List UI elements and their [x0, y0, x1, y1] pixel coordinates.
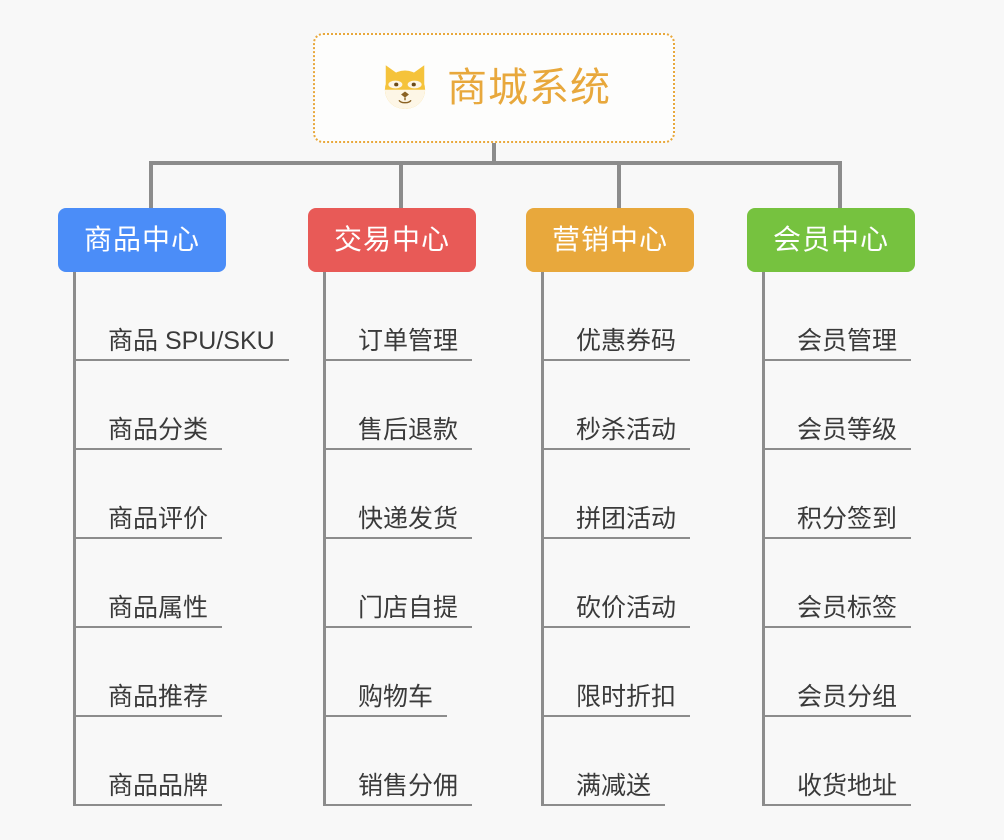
leaf-label: 秒杀活动 [576, 415, 677, 444]
leaf-label: 商品评价 [108, 504, 209, 533]
list-item[interactable]: 收货地址 [765, 717, 915, 806]
list-item[interactable]: 会员标签 [765, 539, 915, 628]
leaf-label: 满减送 [576, 771, 652, 800]
leaf-underline [544, 537, 690, 539]
leaf-list-marketing: 优惠券码 秒杀活动 拼团活动 砍价活动 限时折扣 满减送 [541, 272, 694, 806]
category-column-product: 商品中心 商品 SPU/SKU 商品分类 商品评价 商品属性 商品推荐 [58, 208, 289, 806]
list-item[interactable]: 快递发货 [326, 450, 476, 539]
leaf-label: 砍价活动 [576, 593, 677, 622]
category-header-trade[interactable]: 交易中心 [308, 208, 477, 272]
list-item[interactable]: 优惠券码 [544, 272, 694, 361]
leaf-underline [76, 359, 289, 361]
list-item[interactable]: 售后退款 [326, 361, 476, 450]
connector-drop-3 [617, 161, 621, 208]
leaf-underline [76, 804, 222, 806]
leaf-underline [326, 448, 472, 450]
leaf-label: 售后退款 [358, 415, 459, 444]
leaf-underline [326, 804, 472, 806]
category-header-marketing[interactable]: 营销中心 [526, 208, 695, 272]
list-item[interactable]: 满减送 [544, 717, 694, 806]
leaf-label: 商品 SPU/SKU [108, 326, 275, 355]
list-item[interactable]: 会员分组 [765, 628, 915, 717]
list-item[interactable]: 秒杀活动 [544, 361, 694, 450]
category-header-product[interactable]: 商品中心 [58, 208, 227, 272]
leaf-underline [765, 626, 911, 628]
leaf-underline [765, 448, 911, 450]
leaf-label: 会员标签 [797, 593, 898, 622]
leaf-underline [765, 804, 911, 806]
leaf-underline [765, 359, 911, 361]
leaf-underline [76, 715, 222, 717]
root-title: 商城系统 [447, 66, 611, 110]
list-item[interactable]: 会员管理 [765, 272, 915, 361]
category-column-trade: 交易中心 订单管理 售后退款 快递发货 门店自提 购物车 [308, 208, 477, 806]
list-item[interactable]: 商品推荐 [76, 628, 275, 717]
category-header-member[interactable]: 会员中心 [747, 208, 916, 272]
leaf-label: 商品分类 [108, 415, 209, 444]
leaf-underline [76, 448, 222, 450]
leaf-underline [765, 715, 911, 717]
leaf-label: 购物车 [358, 682, 434, 711]
leaf-list-member: 会员管理 会员等级 积分签到 会员标签 会员分组 收货地址 [762, 272, 915, 806]
list-item[interactable]: 限时折扣 [544, 628, 694, 717]
connector-drop-1 [149, 161, 153, 208]
leaf-label: 会员管理 [797, 326, 898, 355]
category-column-marketing: 营销中心 优惠券码 秒杀活动 拼团活动 砍价活动 限时折扣 [526, 208, 695, 806]
list-item[interactable]: 会员等级 [765, 361, 915, 450]
connector-drop-4 [838, 161, 842, 208]
leaf-underline [76, 537, 222, 539]
leaf-underline [76, 626, 222, 628]
list-item[interactable]: 商品品牌 [76, 717, 275, 806]
list-item[interactable]: 销售分佣 [326, 717, 476, 806]
shiba-dog-face-icon [384, 65, 426, 109]
leaf-label: 订单管理 [358, 326, 459, 355]
list-item[interactable]: 购物车 [326, 628, 476, 717]
leaf-label: 商品属性 [108, 593, 209, 622]
list-item[interactable]: 订单管理 [326, 272, 476, 361]
leaf-label: 销售分佣 [358, 771, 459, 800]
leaf-underline [544, 448, 690, 450]
leaf-underline [765, 537, 911, 539]
list-item[interactable]: 门店自提 [326, 539, 476, 628]
leaf-label: 快递发货 [358, 504, 459, 533]
leaf-underline [544, 715, 690, 717]
leaf-underline [544, 359, 690, 361]
leaf-underline [326, 626, 472, 628]
leaf-label: 收货地址 [797, 771, 898, 800]
leaf-label: 限时折扣 [576, 682, 677, 711]
list-item[interactable]: 砍价活动 [544, 539, 694, 628]
leaf-label: 会员等级 [797, 415, 898, 444]
leaf-label: 优惠券码 [576, 326, 677, 355]
leaf-label: 门店自提 [358, 593, 459, 622]
connector-horizontal-bus [149, 161, 842, 165]
leaf-underline [326, 359, 472, 361]
list-item[interactable]: 拼团活动 [544, 450, 694, 539]
list-item[interactable]: 商品 SPU/SKU [76, 272, 289, 361]
leaf-label: 商品品牌 [108, 771, 209, 800]
leaf-underline [544, 804, 665, 806]
leaf-label: 积分签到 [797, 504, 898, 533]
leaf-label: 商品推荐 [108, 682, 209, 711]
leaf-underline [544, 626, 690, 628]
root-node[interactable]: 商城系统 [313, 33, 675, 143]
leaf-underline [326, 715, 447, 717]
list-item[interactable]: 积分签到 [765, 450, 915, 539]
leaf-underline [326, 537, 472, 539]
leaf-label: 会员分组 [797, 682, 898, 711]
list-item[interactable]: 商品分类 [76, 361, 275, 450]
category-column-member: 会员中心 会员管理 会员等级 积分签到 会员标签 会员分组 [747, 208, 916, 806]
list-item[interactable]: 商品属性 [76, 539, 275, 628]
leaf-list-product: 商品 SPU/SKU 商品分类 商品评价 商品属性 商品推荐 商品品牌 [73, 272, 289, 806]
connector-root-stem [492, 143, 496, 164]
leaf-label: 拼团活动 [576, 504, 677, 533]
connector-drop-2 [399, 161, 403, 208]
leaf-list-trade: 订单管理 售后退款 快递发货 门店自提 购物车 销售分佣 [323, 272, 476, 806]
list-item[interactable]: 商品评价 [76, 450, 275, 539]
